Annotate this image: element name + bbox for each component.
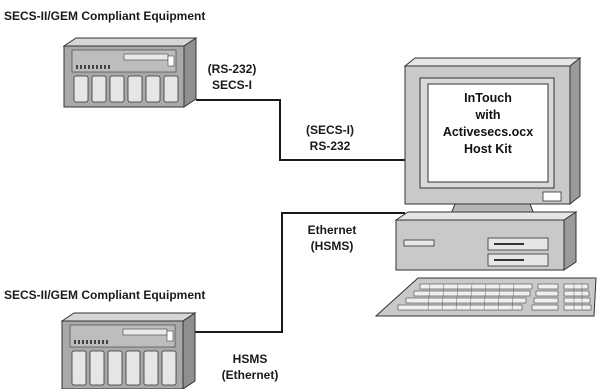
- hsms-label-equipment-line2: (Ethernet): [221, 368, 279, 382]
- host-screen-line-3: Activesecs.ocx: [442, 125, 534, 139]
- serial-label-host-side: (SECS-I) RS-232: [298, 122, 362, 154]
- host-screen-line-4: Host Kit: [464, 142, 512, 156]
- ethernet-label-host-side: Ethernet (HSMS): [300, 222, 364, 254]
- host-computer-icon: [374, 56, 597, 317]
- serial-label-equipment-line2: SECS-I: [211, 78, 252, 92]
- host-screen-text: InTouch with Activesecs.ocx Host Kit: [428, 90, 548, 158]
- hsms-label-equipment-line1: HSMS: [232, 352, 268, 366]
- equipment-top-title: SECS-II/GEM Compliant Equipment: [4, 9, 206, 23]
- serial-connection-line: [196, 99, 405, 161]
- ethernet-label-host-line2: (HSMS): [310, 239, 354, 253]
- hsms-label-equipment-side: HSMS (Ethernet): [214, 351, 286, 383]
- ethernet-connection-line: [195, 212, 405, 333]
- equipment-bottom-title: SECS-II/GEM Compliant Equipment: [4, 288, 206, 302]
- keyboard-icon: [374, 277, 597, 317]
- host-screen-line-1: InTouch: [464, 91, 512, 105]
- serial-label-equipment-line1: (RS-232): [207, 62, 257, 76]
- host-screen-line-2: with: [475, 108, 501, 122]
- ethernet-label-host-line1: Ethernet: [307, 223, 357, 237]
- equipment-top-icon: [62, 37, 198, 108]
- serial-label-host-line2: RS-232: [309, 139, 351, 153]
- serial-label-equipment-side: (RS-232) SECS-I: [200, 61, 264, 93]
- serial-label-host-line1: (SECS-I): [306, 123, 354, 137]
- monitor-power-button: [542, 191, 562, 202]
- equipment-bottom-icon: [60, 312, 197, 389]
